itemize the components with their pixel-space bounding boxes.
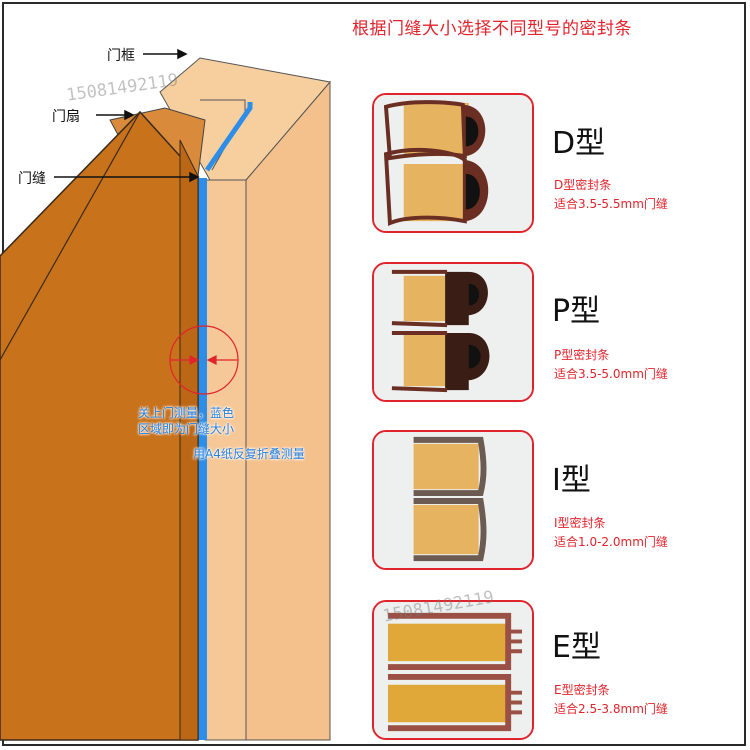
p-seal-image xyxy=(374,264,532,400)
door-gap-label: 门缝 xyxy=(18,171,46,187)
seal-card-i xyxy=(372,430,534,570)
door-gap xyxy=(198,178,207,740)
measure-note-1: 关上门测量，蓝色 xyxy=(138,406,235,420)
door-frame-label: 门框 xyxy=(107,48,135,64)
type-i-name: I型 xyxy=(552,463,591,498)
page-title: 根据门缝大小选择不同型号的密封条 xyxy=(352,19,632,39)
type-p-desc: P型密封条适合3.5-5.0mm门缝 xyxy=(554,348,668,381)
measure-note-2: 区域即为门缝大小 xyxy=(138,422,235,436)
d-seal-image xyxy=(374,95,532,231)
i-seal-image xyxy=(374,432,532,568)
type-i-desc: I型密封条适合1.0-2.0mm门缝 xyxy=(554,516,668,549)
type-e-name: E型 xyxy=(552,630,601,665)
type-d-desc: D型密封条适合3.5-5.5mm门缝 xyxy=(554,178,668,211)
seal-card-e xyxy=(372,600,534,740)
measure-circle xyxy=(169,325,239,395)
type-p-name: P型 xyxy=(552,294,601,329)
label-arrows xyxy=(54,48,200,183)
seal-card-p xyxy=(372,262,534,402)
type-e-desc: E型密封条适合2.5-3.8mm门缝 xyxy=(554,683,668,716)
door-leaf-edge xyxy=(179,139,199,741)
seal-card-d xyxy=(372,93,534,233)
type-d-name: D型 xyxy=(552,126,606,161)
measure-note-3: 用A4纸反复折叠测量 xyxy=(193,447,305,461)
e-seal-image xyxy=(374,602,532,738)
door-frame-front xyxy=(245,80,331,741)
door-leaf-label: 门扇 xyxy=(52,109,80,125)
